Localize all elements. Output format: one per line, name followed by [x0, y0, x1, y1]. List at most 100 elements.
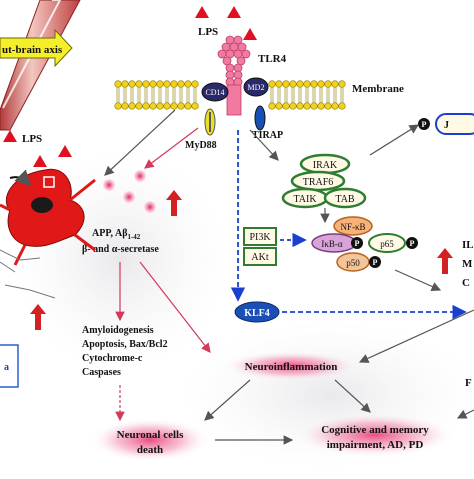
p-label: P [373, 258, 378, 267]
gut-brain-axis-arrow: ut-brain axis [0, 28, 73, 68]
lipid-tail [326, 87, 330, 103]
lipid-head [128, 102, 136, 110]
lipid-head [303, 80, 311, 88]
arrow-neuroinflammation-to-cognitive [334, 379, 371, 413]
lipid-head [184, 80, 192, 88]
cognitive-label-1: Cognitive and memory [321, 424, 429, 436]
apoptosis-list-item: Apoptosis, Bax/Bcl2 [82, 339, 168, 350]
tab-node [323, 187, 367, 209]
amyloid-particles [103, 170, 156, 213]
irak-label: IRAK [313, 160, 338, 171]
cd14-node [201, 82, 229, 102]
arrow-myd88-to-app [144, 127, 199, 169]
lipid-head [135, 102, 143, 110]
lipid-tail [116, 87, 120, 103]
lipid-head [296, 102, 304, 110]
pi3k-label: PI3K [249, 232, 271, 243]
neuroinflammation-glow [223, 351, 359, 381]
lipid-head [289, 102, 297, 110]
lipid-head [142, 80, 150, 88]
right-partial-label-2: M [462, 258, 473, 270]
lipid-tail [291, 87, 295, 103]
arrow-nfkb-to-cytokines [394, 269, 442, 291]
lipid-tail [298, 87, 302, 103]
lipid-tail [186, 87, 190, 103]
apoptosis-list-item: Amyloidogenesis [82, 325, 154, 336]
phospho-p-ikba [351, 237, 363, 249]
lipid-head [121, 102, 129, 110]
increase-arrow [30, 304, 46, 330]
arrow-neuroinflammation-to-death [204, 379, 251, 421]
irak-traf6-complex: IRAK TRAF6 TAIK TAB [281, 153, 367, 209]
lipid-head [170, 80, 178, 88]
lipid-head [268, 80, 276, 88]
klf4-node [234, 301, 280, 323]
tirap-label: TIRAP [252, 130, 283, 141]
lipid-head [114, 102, 122, 110]
lipid-tail [158, 87, 162, 103]
md2-label: MD2 [248, 83, 265, 92]
apoptosis-list-item: Cytochrome-c [82, 353, 143, 364]
pi3k-node [243, 227, 277, 246]
lipid-head [310, 80, 318, 88]
neuronal-death-glow [90, 418, 210, 462]
lipid-head [170, 102, 178, 110]
cell-membrane [114, 80, 346, 110]
lipid-head [156, 80, 164, 88]
lipid-head [268, 102, 276, 110]
right-partial-label-4: F [465, 377, 472, 389]
lipid-head [163, 80, 171, 88]
lipid-head [275, 102, 283, 110]
md2-node [243, 77, 269, 97]
blood-vessel [0, 0, 81, 131]
arrow-complex-to-jnk [369, 124, 420, 156]
lps-triangles-left [3, 130, 72, 167]
tlr4-label: TLR4 [258, 53, 287, 65]
lipid-head [156, 102, 164, 110]
lipid-tail [123, 87, 127, 103]
neuronal-death-label-2: death [137, 444, 163, 456]
p-label: P [410, 239, 415, 248]
lipid-head [275, 80, 283, 88]
left-partial-box [0, 344, 19, 388]
lipid-head [121, 80, 129, 88]
lps-left-label: LPS [22, 133, 42, 145]
right-partial-label-1: IL [462, 239, 474, 251]
arrow-membrane-to-neuron [104, 109, 176, 176]
gut-brain-axis-label: ut-brain axis [2, 44, 63, 56]
left-partial-label: a [4, 362, 9, 373]
cognitive-glow [295, 413, 455, 457]
lps-top-label: LPS [198, 26, 218, 38]
phospho-p-p65 [406, 237, 418, 249]
p65-label: p65 [380, 239, 394, 249]
lipid-head [191, 102, 199, 110]
lipid-tail [333, 87, 337, 103]
arrow-app-to-neuroinflammation [139, 261, 211, 353]
p-label: P [422, 120, 427, 129]
lipid-tail [179, 87, 183, 103]
lipid-tail [277, 87, 281, 103]
lipid-head [142, 102, 150, 110]
lipid-head [331, 102, 339, 110]
jnk-node [435, 113, 474, 135]
lipid-tail [193, 87, 197, 103]
lipid-head [296, 80, 304, 88]
lipid-tail [151, 87, 155, 103]
lipid-head [184, 102, 192, 110]
lipid-head [324, 80, 332, 88]
lipid-tail [130, 87, 134, 103]
tlr4-receptor [217, 35, 251, 116]
lipid-head [128, 80, 136, 88]
lipid-tail [312, 87, 316, 103]
lipid-head [282, 102, 290, 110]
lipid-head [317, 80, 325, 88]
lipid-head [149, 80, 157, 88]
phospho-p-p50 [369, 256, 381, 268]
app-label: APP, Aβ1-42 [92, 228, 141, 241]
akt-node [243, 247, 277, 266]
lipid-head [191, 80, 199, 88]
lipid-tail [144, 87, 148, 103]
